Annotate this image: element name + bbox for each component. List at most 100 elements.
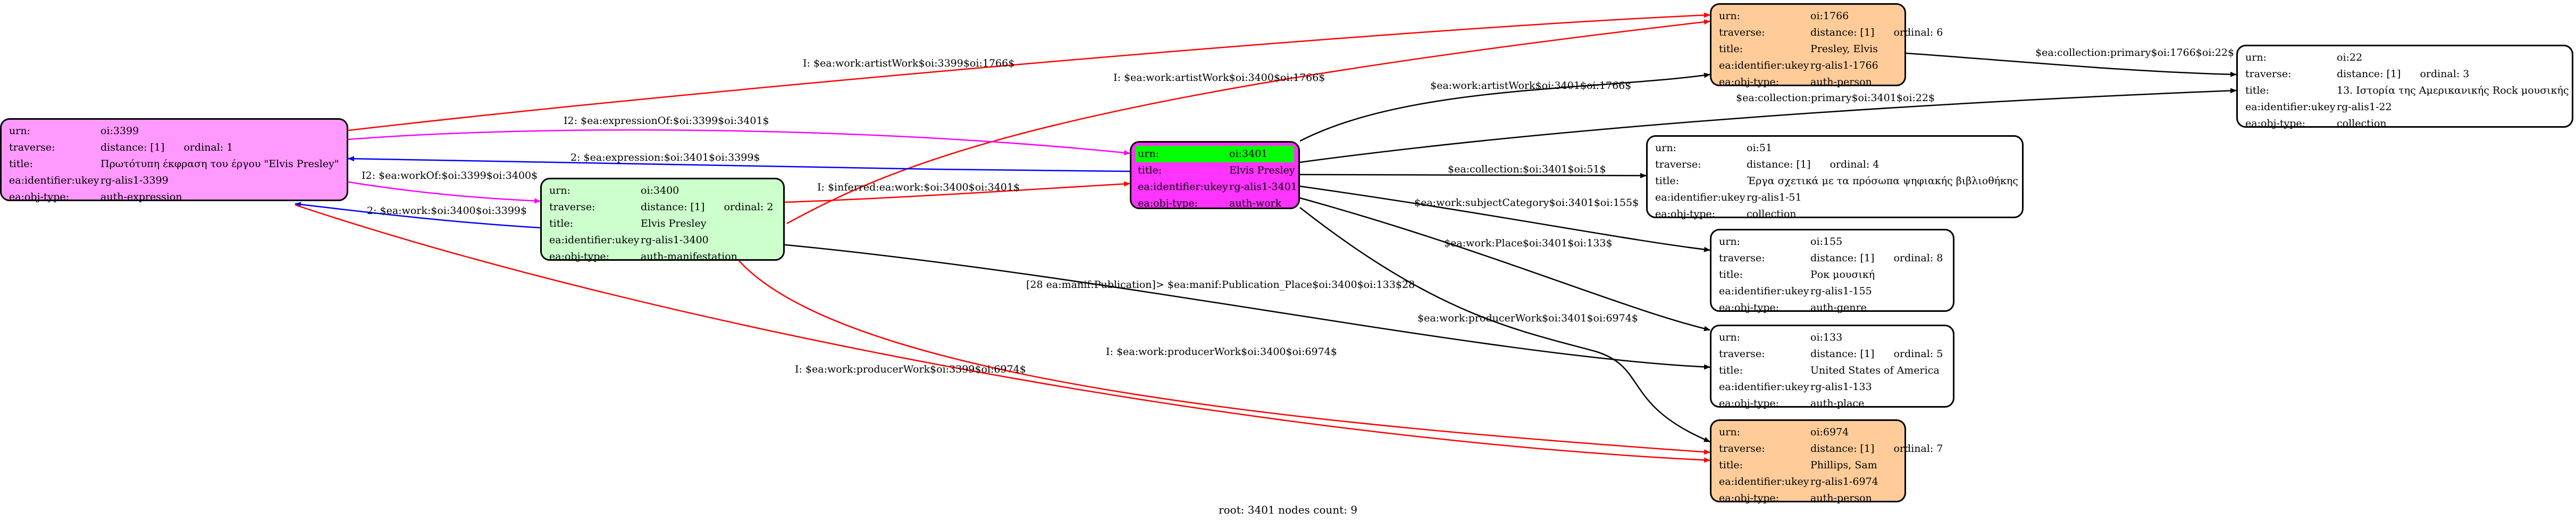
node-row-title: title:Phillips, Sam [1719,457,1897,474]
field-value: oi:155 [1810,236,1843,247]
edge-3399-workof-3400 [348,181,541,204]
node-row-urn: urn:oi:3400 [549,183,776,199]
field-value: Elvis Presley [1229,164,1295,176]
traverse-distance: distance: [1] [1810,27,1875,38]
node-oi-22[interactable]: urn: oi:22 traverse:distance: [1]ordinal:… [2236,45,2573,129]
field-key: title: [1719,459,1743,471]
field-key: ea:obj-type: [9,191,70,203]
field-value: distance: [1] ordinal: 8 [1810,250,1943,267]
field-value: rg-alis1-22 [2337,101,2392,113]
field-key: traverse: [1719,27,1765,38]
field-value: oi:1766 [1810,10,1849,22]
node-row-title: title: Presley, Elvis [1719,41,1897,57]
field-value: rg-alis1-1766 [1810,60,1878,71]
node-row-traverse: traverse:distance: [1]ordinal: 8 [1719,250,1945,267]
node-row-objtype: ea:obj-type:auth-person [1719,490,1897,507]
node-oi-155[interactable]: urn:oi:155 traverse:distance: [1]ordinal… [1710,229,1954,313]
field-value: oi:3401 [1229,148,1268,160]
node-oi-3401-root[interactable]: urn:oi:3401 title:Elvis Presley ea:ident… [1130,141,1300,209]
edge-label-3400-inferred-3401: I: $inferred:ea:work:$oi:3400$oi:3401$ [817,181,1020,193]
field-key: title: [2245,85,2270,96]
edge-label-3399-expressionof-3401: I2: $ea:expressionOf:$oi:3399$oi:3401$ [564,115,769,127]
edge-label-3401-artist-1766: $ea:work:artistWork$oi:3401$oi:1766$ [1430,80,1631,92]
traverse-ordinal: ordinal: 1 [183,142,233,153]
node-oi-1766[interactable]: urn:oi:1766 traverse:distance: [1]ordina… [1710,3,1943,88]
traverse-distance: distance: [1] [1810,252,1875,264]
field-value: Έργα σχετικά με τα πρόσωπα ψηφιακής βιβλ… [1747,175,2018,187]
field-value: auth-place [1810,398,1865,409]
node-oi-133[interactable]: urn:oi:133 traverse:distance: [1]ordinal… [1710,325,1954,409]
field-value: rg-alis1-51 [1747,192,1802,203]
field-key: ea:identifier:ukey [1655,192,1746,203]
node-row-traverse: traverse:distance: [1]ordinal: 3 [2245,66,2564,82]
node-oi-6974[interactable]: urn:oi:6974 traverse:distance: [1]ordina… [1710,419,1943,504]
field-key: ea:identifier:ukey [1719,476,1809,487]
field-value: Elvis Presley [641,218,707,229]
node-row-traverse: traverse:distance: [1]ordinal: 5 [1719,346,1945,362]
edge-3401-expression-3399 [348,156,1130,172]
edge-label-3401-expression-3399: 2: $ea:expression:$oi:3401$oi:3399$ [570,152,760,163]
node-row-urn: urn:oi:3399 [9,123,339,139]
edge-3400-work-3399 [295,202,541,229]
field-key: title: [549,218,574,229]
edge-3400-artist-1766 [786,19,1710,225]
traverse-ordinal: ordinal: 8 [1893,252,1943,264]
edge-label-3399-producer-6974: I: $ea:work:producerWork$oi:3399$oi:6974… [795,363,1026,375]
field-value: auth-genre [1810,302,1867,313]
node-row-urn: urn: oi:6974 [1719,424,1897,441]
field-key: urn: [1655,142,1676,154]
node-row-title: title:Ροκ μουσική [1719,267,1945,283]
field-key: urn: [2245,52,2267,63]
field-value: rg-alis1-3400 [641,234,709,246]
node-row-title: title:Έργα σχετικά με τα πρόσωπα ψηφιακή… [1655,173,2018,189]
field-value: rg-alis1-3401 [1229,181,1297,193]
edge-3400-publication-133 [784,244,1710,370]
field-key: urn: [1719,236,1740,247]
field-key: ea:identifier:ukey [9,175,99,186]
field-key: ea:identifier:ukey [1138,181,1228,193]
field-key: ea:identifier:ukey [549,234,640,246]
field-value: oi:22 [2337,52,2363,63]
field-key: traverse: [9,142,55,153]
node-oi-3399[interactable]: urn:oi:3399 traverse:distance: [1]ordina… [0,118,348,203]
edge-3400-inferred-3401 [784,181,1130,203]
traverse-distance: distance: [1] [1810,348,1875,360]
node-oi-3400[interactable]: urn:oi:3400 traverse:distance: [1]ordina… [540,178,785,262]
field-key: title: [1719,43,1743,55]
field-value: rg-alis1-133 [1810,381,1872,393]
edge-1766-collection-22 [1906,52,2237,77]
field-key: ea:obj-type: [1655,208,1716,220]
field-value: rg-alis1-6974 [1810,476,1878,487]
field-key: ea:obj-type: [1719,302,1780,313]
field-key: traverse: [1655,159,1701,170]
field-value: distance: [1]ordinal: 4 [1747,156,1879,173]
field-value: oi:6974 [1810,426,1849,438]
field-key: urn: [1719,10,1740,22]
field-value: Presley, Elvis [1810,43,1878,55]
node-row-objtype: ea:obj-type:collection [2245,115,2564,132]
edge-label-1766-collection-22: $ea:collection:primary$oi:1766$oi:22$ [2035,47,2234,59]
field-value: oi:133 [1810,332,1843,343]
node-row-title: title:Πρωτότυπη έκφραση του έργου "Elvis… [9,156,339,172]
field-value: collection [1747,208,1797,220]
field-key: urn: [1719,426,1740,438]
node-row-objtype: ea:obj-type:auth-work [1136,195,1294,212]
field-key: title: [1138,164,1162,176]
node-oi-51[interactable]: urn:oi:51 traverse:distance: [1]ordinal:… [1646,135,2024,220]
edge-3400-producer-6974 [739,260,1710,455]
node-row-urn: urn: oi:155 [1719,234,1945,250]
field-key: ea:obj-type: [549,251,610,262]
field-key: title: [1719,269,1743,280]
edge-3401-subject-155 [1299,185,1710,252]
field-value: rg-alis1-3399 [100,175,169,186]
field-key: ea:identifier:ukey [1719,285,1809,297]
edge-3399-producer-6974 [295,204,1710,463]
